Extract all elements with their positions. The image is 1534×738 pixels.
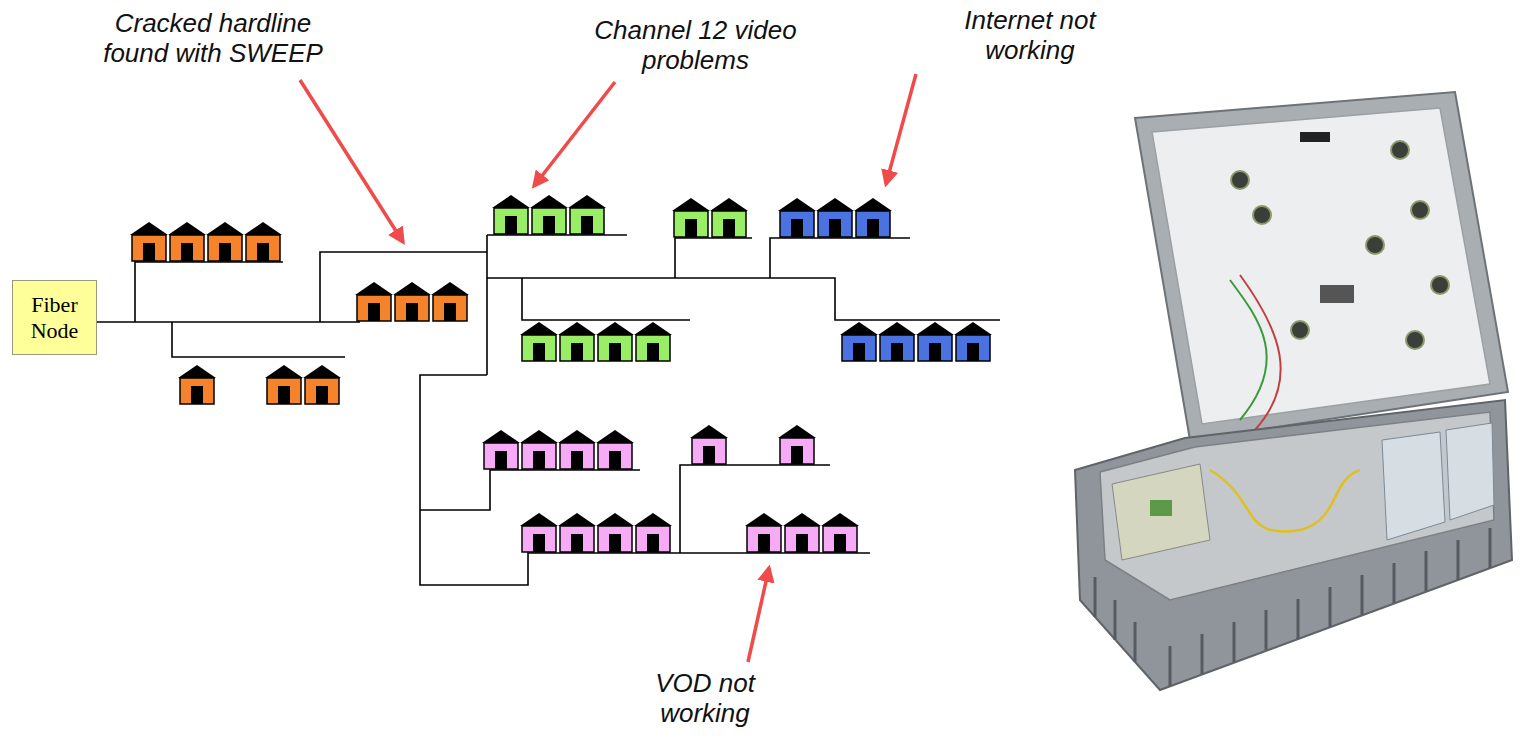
cooling-fin bbox=[1114, 600, 1117, 640]
circuit-board bbox=[1112, 464, 1210, 560]
port-connector bbox=[1366, 236, 1384, 254]
house-icon bbox=[916, 322, 954, 361]
house-icon bbox=[558, 430, 596, 469]
house-icon bbox=[178, 365, 216, 404]
callout-text: Channel 12 video problems bbox=[588, 15, 803, 75]
port-connector bbox=[1231, 171, 1249, 189]
house-icon bbox=[778, 198, 816, 237]
house-icon bbox=[690, 425, 728, 464]
callout-text: VOD not working bbox=[635, 668, 775, 728]
house-icon bbox=[355, 282, 393, 321]
port-connector bbox=[1253, 206, 1271, 224]
house-icon bbox=[634, 513, 672, 552]
house-icon bbox=[520, 513, 558, 552]
house-icon bbox=[303, 365, 341, 404]
house-icon bbox=[821, 513, 859, 552]
house-icon bbox=[745, 513, 783, 552]
cooling-fin bbox=[1425, 551, 1428, 591]
cooling-fin bbox=[1265, 610, 1268, 650]
house-icon bbox=[596, 322, 634, 361]
coax-line bbox=[680, 465, 830, 553]
amplifier-photo bbox=[1075, 92, 1512, 690]
amplifier-base bbox=[1075, 400, 1512, 690]
house-icon bbox=[393, 282, 431, 321]
cooling-fin bbox=[1201, 634, 1204, 674]
port-connector bbox=[1391, 141, 1409, 159]
house-icon bbox=[672, 198, 710, 237]
callout-text: Cracked hardline found with SWEEP bbox=[93, 8, 333, 68]
house-icon bbox=[558, 513, 596, 552]
house-icon bbox=[778, 425, 816, 464]
cooling-fin bbox=[1457, 540, 1460, 580]
leader-arrow bbox=[300, 80, 403, 242]
leader-arrow bbox=[748, 568, 769, 662]
callout-text: Internet not working bbox=[950, 5, 1110, 65]
house-icon bbox=[854, 198, 892, 237]
coax-line bbox=[675, 238, 752, 278]
house-icon bbox=[482, 430, 520, 469]
port-connector bbox=[1406, 331, 1424, 349]
coax-line bbox=[487, 278, 1000, 320]
port-connector bbox=[1411, 201, 1429, 219]
plate-label bbox=[1300, 132, 1330, 142]
leader-arrow bbox=[886, 74, 916, 184]
port-connector bbox=[1291, 321, 1309, 339]
house-icon bbox=[568, 195, 606, 234]
house-icon bbox=[954, 322, 992, 361]
house-icon bbox=[520, 430, 558, 469]
house-icon bbox=[596, 430, 634, 469]
house-icon bbox=[816, 198, 854, 237]
node-label: Fiber Node bbox=[19, 292, 90, 344]
cooling-fin bbox=[1297, 599, 1300, 639]
house-icon bbox=[492, 195, 530, 234]
house-icon bbox=[878, 322, 916, 361]
house-icon bbox=[206, 222, 244, 261]
fiber-node-box: Fiber Node bbox=[12, 280, 97, 355]
house-icon bbox=[244, 222, 282, 261]
cooling-fin bbox=[1361, 575, 1364, 615]
wire bbox=[1230, 280, 1267, 420]
fiber-wire bbox=[1210, 470, 1360, 532]
lid-plate bbox=[1152, 108, 1490, 424]
coax-line bbox=[522, 278, 690, 320]
base-cavity bbox=[1100, 412, 1494, 600]
coax-line bbox=[770, 238, 910, 278]
cooling-fin bbox=[1134, 622, 1137, 662]
port-connector bbox=[1431, 276, 1449, 294]
leader-arrow bbox=[534, 82, 615, 186]
amplifier-lid bbox=[1135, 92, 1508, 440]
house-icon bbox=[634, 322, 672, 361]
house-icon bbox=[431, 282, 469, 321]
cooling-fin bbox=[1329, 587, 1332, 627]
test-port-block bbox=[1320, 285, 1354, 303]
house-icon bbox=[710, 198, 748, 237]
cooling-fin bbox=[1393, 563, 1396, 603]
house-icon bbox=[130, 222, 168, 261]
coax-line bbox=[420, 470, 640, 510]
circuit-chip bbox=[1150, 500, 1172, 516]
coax-line bbox=[420, 375, 870, 585]
coax-line bbox=[320, 252, 487, 322]
coax-line bbox=[172, 322, 345, 357]
house-icon bbox=[530, 195, 568, 234]
coax-line bbox=[486, 235, 488, 375]
wire bbox=[1240, 275, 1281, 430]
house-icon bbox=[783, 513, 821, 552]
house-icon bbox=[596, 513, 634, 552]
plug-in-module bbox=[1382, 432, 1445, 540]
house-icon bbox=[520, 322, 558, 361]
house-icon bbox=[840, 322, 878, 361]
cooling-fin bbox=[1094, 577, 1097, 617]
coax-line bbox=[135, 262, 283, 322]
plug-in-module bbox=[1446, 423, 1494, 520]
house-icon bbox=[558, 322, 596, 361]
house-icon bbox=[168, 222, 206, 261]
cooling-fin bbox=[1489, 528, 1492, 568]
house-icon bbox=[265, 365, 303, 404]
cooling-fin bbox=[1233, 622, 1236, 662]
cooling-fin bbox=[1169, 646, 1172, 686]
